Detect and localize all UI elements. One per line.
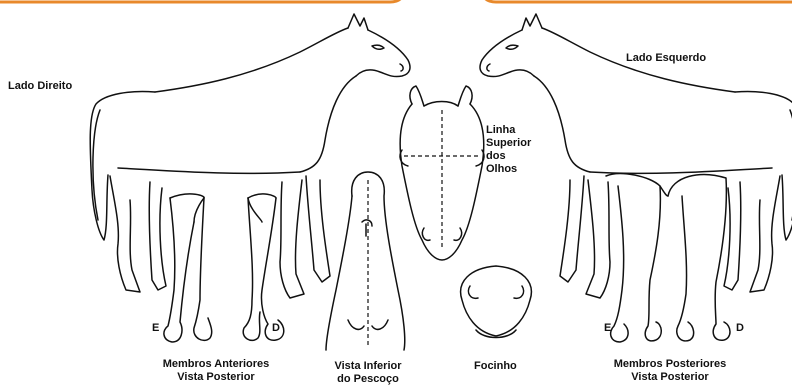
- neck-inferior-view: [326, 172, 405, 350]
- front-legs-posterior-view: [164, 194, 284, 342]
- label-eye-line-4: Olhos: [486, 163, 531, 176]
- label-neck-underside-2: do Pescoço: [320, 373, 416, 386]
- label-eye-line-2: Superior: [486, 137, 531, 150]
- muzzle-view: [461, 266, 532, 338]
- frame-right-fragment: [482, 0, 792, 2]
- label-right-side: Lado Direito: [8, 80, 72, 93]
- label-eye-line-3: dos: [486, 150, 531, 163]
- label-eye-line-1: Linha: [486, 124, 531, 137]
- label-neck-underside-1: Vista Inferior: [320, 360, 416, 373]
- front-legs-side-e: E: [152, 322, 159, 335]
- frame-left-fragment: [0, 0, 404, 2]
- label-muzzle: Focinho: [474, 360, 517, 373]
- label-front-legs-1: Membros Anteriores: [150, 358, 282, 371]
- label-hind-legs-2: Vista Posterior: [598, 371, 742, 384]
- hind-legs-side-d: D: [736, 322, 744, 335]
- front-legs-side-d: D: [272, 322, 280, 335]
- label-hind-legs-1: Membros Posteriores: [598, 358, 742, 371]
- right-side-horse: [90, 14, 410, 298]
- label-left-side: Lado Esquerdo: [626, 52, 706, 65]
- label-hind-legs: Membros Posteriores Vista Posterior: [598, 358, 742, 384]
- label-neck-underside: Vista Inferior do Pescoço: [320, 360, 416, 386]
- head-front-view: [400, 86, 484, 260]
- hind-legs-side-e: E: [604, 322, 611, 335]
- hind-legs-posterior-view: [606, 174, 730, 342]
- label-eye-line: Linha Superior dos Olhos: [486, 124, 531, 176]
- label-front-legs-2: Vista Posterior: [150, 371, 282, 384]
- label-front-legs: Membros Anteriores Vista Posterior: [150, 358, 282, 384]
